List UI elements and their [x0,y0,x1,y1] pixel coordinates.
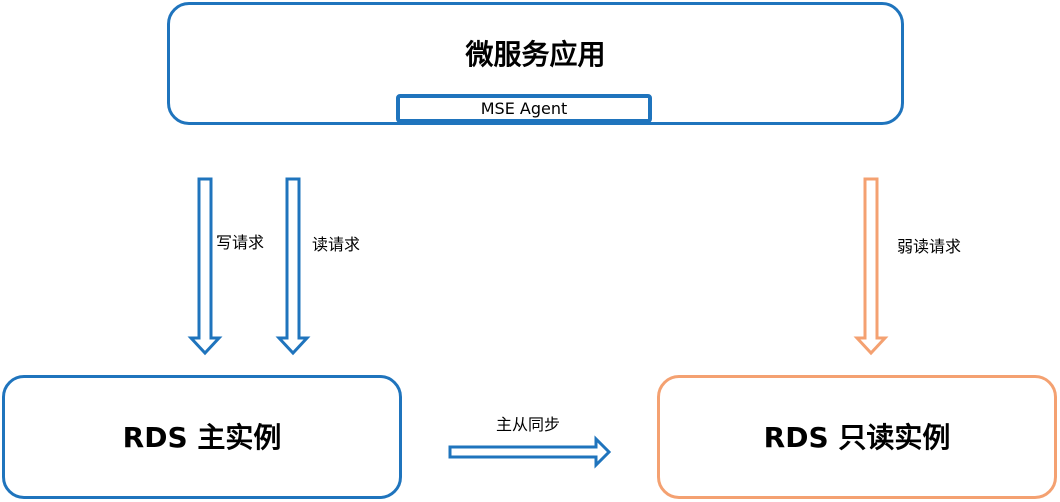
weak-read-request-label: 弱读请求 [897,237,962,256]
rds-replica-title: RDS 只读实例 [763,421,951,454]
microservice-app-box: 微服务应用 [167,2,904,125]
rds-replica-box: RDS 只读实例 [657,375,1057,499]
rds-master-box: RDS 主实例 [2,375,402,499]
microservice-app-title: 微服务应用 [465,38,606,71]
write-request-arrow [187,177,223,356]
rds-master-title: RDS 主实例 [122,421,282,454]
sync-arrow [448,435,612,469]
read-request-arrow [275,177,311,356]
read-request-label: 读请求 [312,235,361,254]
sync-label: 主从同步 [496,415,561,434]
mse-agent-box: MSE Agent [396,94,652,123]
weak-read-request-arrow [853,177,889,356]
write-request-label: 写请求 [216,233,265,252]
